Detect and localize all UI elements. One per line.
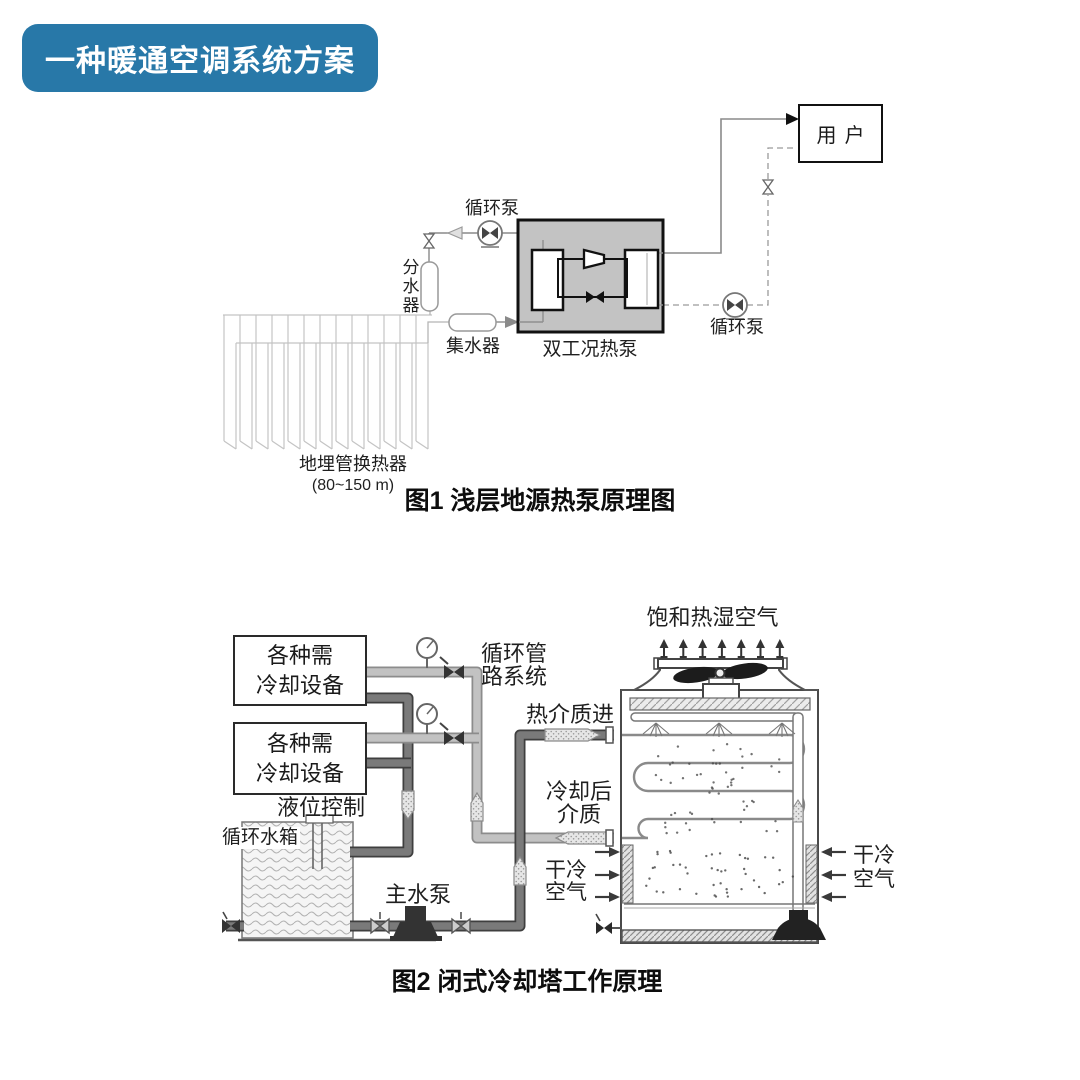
- flow-arrow-up-icon: [470, 791, 484, 822]
- circulation-pump-right-icon: [722, 292, 748, 320]
- louver-left: [621, 844, 634, 904]
- pressure-gauge-2-icon: [416, 703, 438, 734]
- equipment-box-2-line1: 各种需: [266, 731, 333, 757]
- flow-arrow-icon: [505, 316, 519, 328]
- fig1-collector-vessel: [448, 313, 497, 332]
- arrowhead-icon: [786, 113, 799, 125]
- fig1-piping: [422, 113, 799, 343]
- user-box: 用户: [798, 104, 883, 163]
- supply-valve-2-icon: [439, 722, 464, 745]
- level-control-label: 液位控制: [276, 795, 365, 820]
- collector-label: 集水器: [446, 336, 500, 356]
- piping-system-label: 循环管 路系统: [481, 641, 548, 689]
- supply-valve-1-icon: [439, 656, 464, 679]
- spray-header-pipe: [630, 712, 800, 722]
- pump-left-label: 循环泵: [465, 198, 519, 218]
- fig1-heat-pump-unit: [516, 218, 665, 334]
- spray-nozzles: [642, 722, 796, 737]
- ground-hx-depth-label: (80~150 m): [311, 477, 395, 494]
- main-pump-label: 主水泵: [384, 882, 451, 907]
- tank-drain-valve-icon: [222, 911, 240, 933]
- pump-right-label: 循环泵: [710, 317, 764, 337]
- pump-suction-valve-icon: [370, 912, 390, 935]
- tower-drain-valve-icon: [595, 913, 621, 934]
- dry-air-left-label: 干冷 空气: [545, 859, 587, 904]
- circulation-pump-left-icon: [477, 220, 503, 248]
- compressor-icon: [582, 248, 606, 270]
- fig1-distributor-vessel: [420, 261, 439, 312]
- tank-label: 循环水箱: [220, 827, 301, 849]
- flow-arrow-up-icon: [792, 798, 804, 823]
- spray-pump-icon: [772, 910, 826, 940]
- flow-arrow-left-icon: [554, 831, 611, 845]
- title-banner: 一种暖通空调系统方案: [22, 24, 378, 92]
- fig1-ground-heat-exchanger: [223, 314, 432, 450]
- valve-icon: [761, 179, 775, 195]
- heat-pump-label: 双工况热泵: [542, 339, 638, 360]
- exhaust-air-arrows: [659, 639, 785, 658]
- equipment-box-2-line2: 冷却设备: [255, 760, 344, 786]
- pump-discharge-valve-icon: [451, 912, 471, 935]
- equipment-box-1-line1: 各种需: [266, 643, 333, 669]
- cooled-medium-label: 冷却后 介质: [545, 779, 612, 827]
- main-pump-icon: [390, 906, 442, 941]
- flow-markers: [401, 728, 611, 886]
- spray-droplets: [654, 743, 781, 835]
- figure2-caption: 图2 闭式冷却塔工作原理: [391, 968, 663, 996]
- flow-arrow-up-icon: [513, 855, 527, 886]
- equipment-box-2: 各种需 冷却设备: [233, 722, 367, 795]
- equipment-box-1: 各种需 冷却设备: [233, 635, 367, 706]
- user-box-label: 用户: [816, 125, 873, 147]
- valve-icon: [422, 233, 436, 249]
- flow-arrow-icon: [446, 226, 463, 240]
- distributor-label: 分水器: [399, 257, 419, 315]
- inlet-flange: [605, 726, 614, 744]
- ground-hx-label: 地埋管换热器: [299, 454, 407, 474]
- saturated-air-label: 饱和热湿空气: [646, 605, 779, 630]
- drift-eliminator: [629, 697, 811, 711]
- inlet-air-arrows: [595, 847, 846, 902]
- hot-medium-in-label: 热介质进: [525, 702, 614, 727]
- dry-air-right-label: 干冷 空气: [853, 844, 895, 891]
- louver-right: [805, 844, 818, 904]
- flow-arrow-right-icon: [544, 728, 602, 742]
- level-control-cap: [305, 814, 334, 824]
- outlet-flange: [605, 829, 614, 847]
- fan-blades-icon: [673, 662, 768, 684]
- flow-arrow-down-icon: [401, 790, 415, 821]
- fig2-cooling-tower: [595, 639, 846, 944]
- expansion-valve-icon: [586, 291, 604, 303]
- banner-title: 一种暖通空调系统方案: [45, 45, 355, 78]
- equipment-box-1-line2: 冷却设备: [255, 672, 344, 698]
- basin-water-droplets: [645, 849, 795, 898]
- figure1-caption: 图1 浅层地源热泵原理图: [404, 487, 676, 515]
- pressure-gauge-1-icon: [416, 637, 438, 668]
